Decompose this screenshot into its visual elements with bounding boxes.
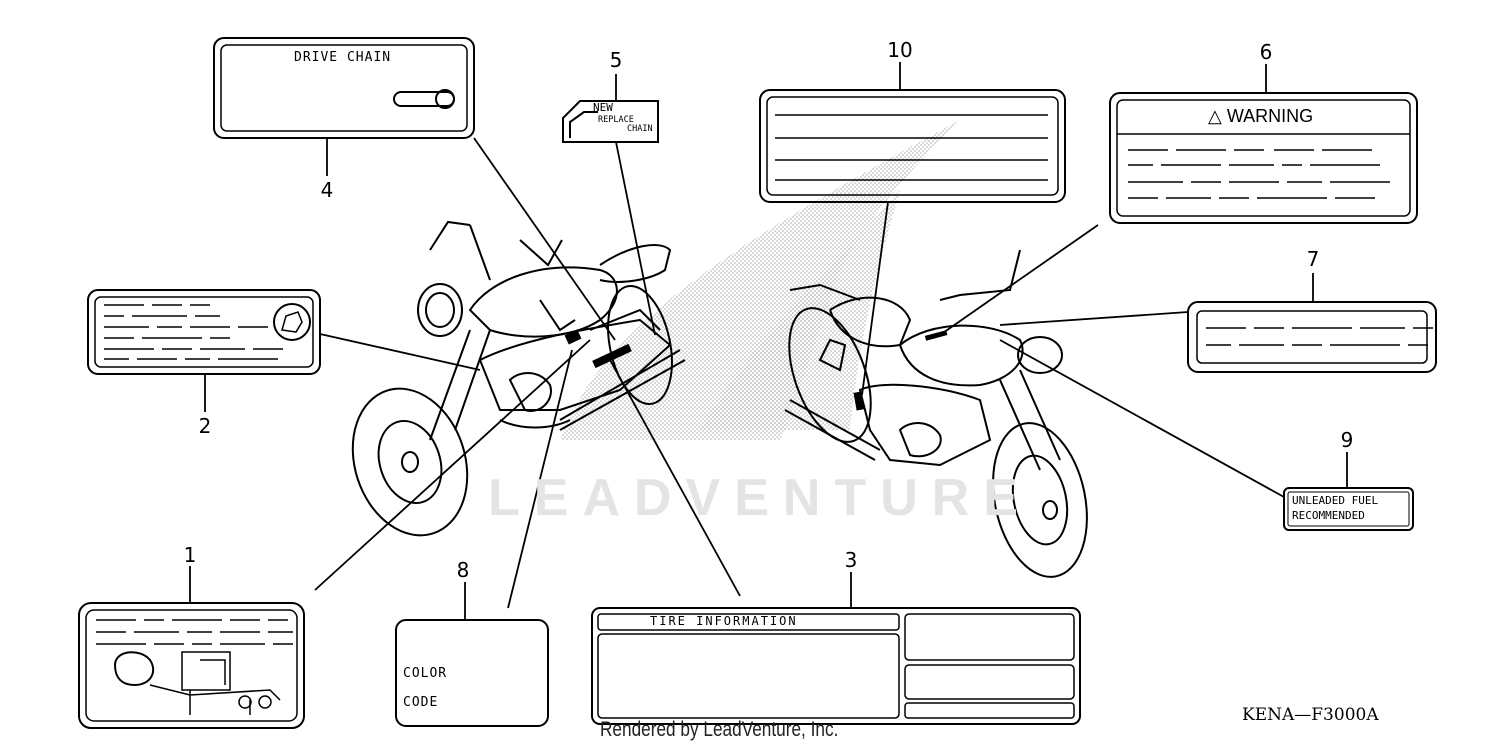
tire-information-text: TIRE INFORMATION: [650, 614, 798, 628]
callout-10: 10: [887, 38, 913, 62]
label-tire-information: [591, 607, 1081, 725]
label-drive-chain: [213, 37, 475, 139]
motorcycle-right: [784, 249, 1088, 578]
drive-chain-text: DRIVE CHAIN: [294, 50, 392, 65]
wing-logo-watermark: [560, 120, 960, 440]
callout-6: 6: [1259, 40, 1273, 64]
label-10: [759, 89, 1066, 203]
label-1: [78, 602, 305, 729]
color-text: COLOR: [403, 666, 448, 681]
label-unleaded-fuel: [1283, 487, 1414, 531]
label-replace-chain: [562, 100, 659, 143]
replace-chain-line1-text: REPLACE: [598, 115, 634, 125]
leadventure-watermark: LEADVENTURE: [488, 469, 1033, 527]
unleaded-fuel-line1: UNLEADED FUEL: [1292, 494, 1379, 507]
callout-8: 8: [456, 558, 470, 582]
leader-lines: [189, 62, 1348, 620]
motorcycle-left: [351, 220, 686, 537]
label-color-code: [395, 619, 549, 727]
diagram-code: KENA—F3000A: [1242, 705, 1379, 725]
callout-3: 3: [844, 548, 858, 572]
callout-4: 4: [320, 178, 334, 202]
callout-5: 5: [609, 48, 623, 72]
callout-2: 2: [198, 414, 212, 438]
credit-text: Rendered by LeadVenture, Inc.: [600, 718, 839, 741]
label-2: [87, 289, 321, 375]
warning-text: △ WARNING: [1208, 106, 1314, 126]
unleaded-fuel-line2: RECOMMENDED: [1292, 509, 1365, 522]
code-text: CODE: [403, 695, 439, 710]
callout-7: 7: [1306, 247, 1320, 271]
callout-1: 1: [183, 543, 197, 567]
label-warning: [1109, 92, 1418, 224]
replace-chain-new-text: NEW: [593, 101, 613, 114]
replace-chain-line2-text: CHAIN: [627, 124, 653, 134]
label-7: [1187, 301, 1437, 373]
callout-9: 9: [1340, 428, 1354, 452]
motorcycle-left-labels-marks: [564, 329, 632, 369]
